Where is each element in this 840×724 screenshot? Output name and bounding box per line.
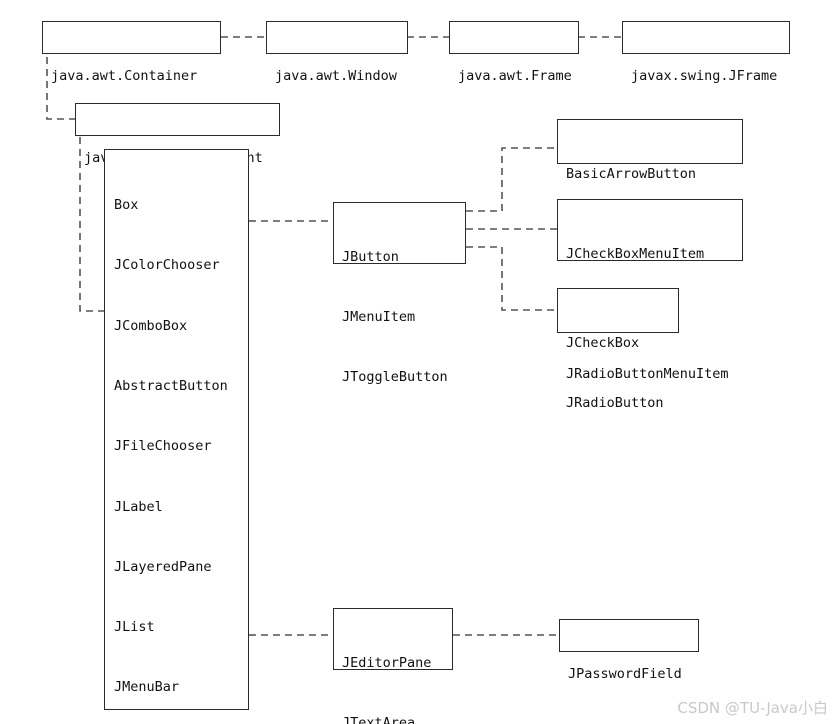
- list-item: JTextArea: [342, 715, 416, 724]
- list-item: JComboBox: [114, 317, 188, 334]
- node-jtogglebutton-subclasses[interactable]: JCheckBox JRadioButton: [557, 288, 679, 411]
- list-item: BasicArrowButton: [566, 166, 697, 182]
- node-label: JPasswordField: [568, 666, 682, 682]
- list-item-abstractbutton: AbstractButton: [114, 378, 228, 395]
- list-item: JMenuBar: [114, 679, 180, 696]
- list-item: JFileChooser: [114, 438, 212, 455]
- node-javax-swing-jcomponent[interactable]: javax.swing.JComponent: [75, 103, 280, 166]
- list-item: JEditorPane: [342, 655, 432, 671]
- link-jtogglebutton-checkgroup: [466, 246, 557, 311]
- link-jbutton-arrowgroup: [466, 147, 557, 212]
- node-label: java.awt.Window: [275, 68, 397, 84]
- list-item: JList: [114, 619, 155, 636]
- list-item: JRadioButtonMenuItem: [566, 366, 729, 382]
- list-item: JCheckBox: [566, 335, 640, 351]
- node-jpasswordfield[interactable]: JPasswordField: [559, 619, 699, 682]
- list-item-jmenuitem: JMenuItem: [342, 309, 416, 325]
- watermark: CSDN @TU-Java小白: [677, 699, 828, 717]
- node-jbutton-subclasses[interactable]: BasicArrowButton MetalComboBoxButton: [557, 119, 743, 242]
- node-jcomponent-subclasses[interactable]: Box JColorChooser JComboBox AbstractButt…: [104, 149, 249, 710]
- list-item: JCheckBoxMenuItem: [566, 246, 705, 262]
- node-label: java.awt.Frame: [458, 68, 572, 84]
- list-item-jtogglebutton: JToggleButton: [342, 369, 448, 385]
- node-javax-swing-jframe[interactable]: javax.swing.JFrame: [622, 21, 790, 84]
- node-abstractbutton-subclasses[interactable]: JButton JMenuItem JToggleButton: [333, 202, 466, 385]
- list-item: JColorChooser: [114, 257, 220, 274]
- list-item: JRadioButton: [566, 395, 664, 411]
- node-java-awt-container[interactable]: java.awt.Container: [42, 21, 221, 84]
- node-label: javax.swing.JFrame: [631, 68, 778, 84]
- node-java-awt-frame[interactable]: java.awt.Frame: [449, 21, 579, 84]
- node-java-awt-window[interactable]: java.awt.Window: [266, 21, 408, 84]
- list-item: JLayeredPane: [114, 558, 212, 575]
- list-item-jbutton: JButton: [342, 249, 399, 265]
- node-label: java.awt.Container: [51, 68, 198, 84]
- list-item: Box: [114, 197, 139, 214]
- node-jtextcomponent-subclasses[interactable]: JEditorPane JTextArea JTextField: [333, 608, 453, 724]
- node-jmenuitem-subclasses[interactable]: JCheckBoxMenuItem JMenu JRadioButtonMenu…: [557, 199, 743, 382]
- list-item: JLabel: [114, 498, 163, 515]
